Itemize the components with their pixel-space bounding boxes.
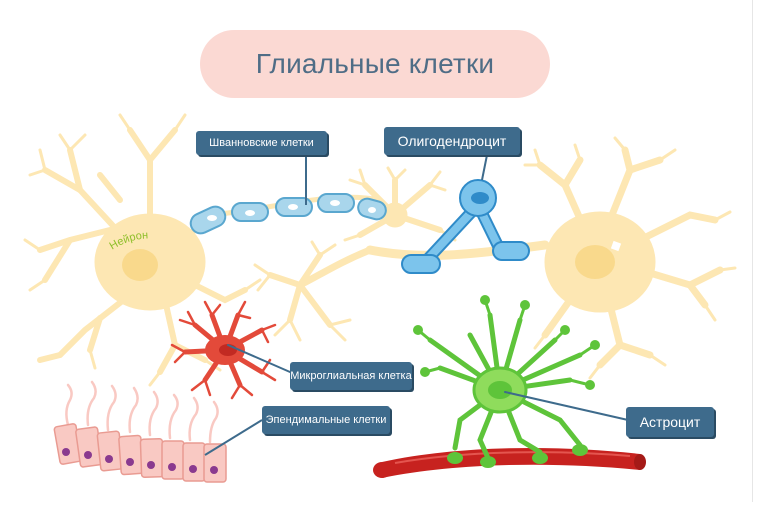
ependymal-cells [53,380,263,483]
neuron-right [523,136,737,380]
label-oligodendrocyte: Олигодендроцит [384,127,520,155]
dendrite-lower [253,240,352,342]
neuron-left [23,113,262,387]
schwann-cells [189,193,387,235]
label-schwann-cells: Шванновские клетки [196,131,327,155]
label-microglia: Микроглиальная клетка [290,362,412,390]
neuron-middle [343,166,457,242]
page-title: Глиальные клетки [255,48,495,79]
oligodendrocyte [401,149,530,274]
label-ependymal-cells: Эпендимальные клетки [262,406,390,434]
microglia [170,300,291,400]
title-pill: Глиальные клетки [200,30,550,98]
label-astrocyte: Астроцит [626,407,714,437]
page-edge-line [752,0,753,502]
astrocyte [413,295,629,468]
blood-vessel [373,448,646,478]
